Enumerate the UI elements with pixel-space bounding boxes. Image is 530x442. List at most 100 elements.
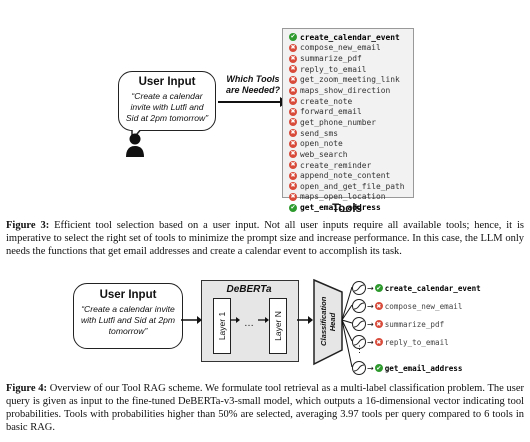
- output-name: reply_to_email: [384, 337, 449, 347]
- cross-icon: ✖: [374, 320, 383, 328]
- tool-name: get_phone_number: [300, 117, 377, 127]
- output-name: create_calendar_event: [384, 283, 481, 293]
- check-icon: ✔: [289, 203, 297, 212]
- cross-icon: ✖: [289, 86, 297, 95]
- fig4-user-input-title: User Input: [99, 289, 157, 301]
- output-name: get_email_address: [384, 363, 463, 373]
- tool-name: maps_open_location: [300, 192, 386, 202]
- tool-item: ✖maps_open_location: [289, 192, 413, 203]
- cross-icon: ✖: [289, 182, 297, 191]
- output-connectors: [341, 286, 353, 368]
- output-arrow-icon: →: [367, 337, 374, 347]
- output-arrow-icon: →: [367, 301, 374, 311]
- tool-name: open_and_get_file_path: [300, 181, 405, 191]
- tool-item: ✖maps_show_direction: [289, 85, 413, 96]
- layer-dots: …: [244, 318, 254, 329]
- output-name: compose_new_email: [384, 301, 463, 311]
- cross-icon: ✖: [289, 43, 297, 52]
- tool-item: ✖web_search: [289, 149, 413, 160]
- tools-label: Tools: [332, 203, 362, 215]
- cross-icon: ✖: [289, 54, 297, 63]
- model-arrow-head: [308, 316, 313, 324]
- tool-name: open_note: [300, 139, 343, 149]
- tool-item: ✖compose_new_email: [289, 43, 413, 54]
- which-tools-text: Which Tools are Needed?: [225, 74, 281, 95]
- tool-name: reply_to_email: [300, 64, 367, 74]
- tool-item: ✖open_note: [289, 138, 413, 149]
- tool-name: get_email_address: [300, 203, 381, 213]
- figure4-caption: Figure 4: Overview of our Tool RAG schem…: [6, 382, 524, 434]
- fig4-user-input-text: “Create a calendar invite with Lutfi and…: [80, 304, 176, 336]
- cross-icon: ✖: [289, 161, 297, 169]
- figure3-caption-text: Efficient tool selection based on a user…: [6, 220, 524, 257]
- bubble-tail-joint: [130, 127, 144, 130]
- person-icon: [126, 133, 144, 157]
- user-input-text: “Create a calendar invite with Lutfi and…: [125, 91, 209, 123]
- cross-icon: ✖: [289, 75, 297, 84]
- check-icon: ✔: [374, 364, 383, 372]
- layer-n-box: Layer N: [269, 298, 287, 354]
- output-connector-line: [341, 286, 353, 321]
- output-arrow-icon: →: [367, 363, 374, 373]
- tool-item: ✖create_reminder: [289, 160, 413, 171]
- cross-icon: ✖: [289, 129, 297, 138]
- cross-icon: ✖: [289, 65, 297, 74]
- sigmoid-node-icon: [352, 335, 366, 349]
- figure4-caption-text: Overview of our Tool RAG scheme. We form…: [6, 383, 524, 433]
- tool-item: ✖send_sms: [289, 128, 413, 139]
- tool-name: create_reminder: [300, 160, 372, 170]
- cross-icon: ✖: [289, 150, 297, 159]
- tool-name: maps_show_direction: [300, 86, 391, 96]
- output-connector-line: [341, 304, 353, 321]
- cross-icon: ✖: [289, 118, 297, 127]
- check-icon: ✔: [289, 33, 297, 42]
- which-tools-question: Which Tools are Needed?: [222, 74, 284, 96]
- output-connector-line: [341, 319, 353, 342]
- cross-icon: ✖: [289, 171, 297, 180]
- output-item: →✖compose_new_email: [352, 299, 462, 313]
- output-item: →✔get_email_address: [352, 361, 462, 375]
- tool-item: ✔get_email_address: [289, 202, 413, 213]
- layer-arrow-1-head: [236, 317, 240, 323]
- tool-item: ✖append_note_content: [289, 170, 413, 181]
- tool-item: ✖get_zoom_meeting_link: [289, 75, 413, 86]
- tool-item: ✔create_calendar_event: [289, 32, 413, 43]
- tool-item: ✖open_and_get_file_path: [289, 181, 413, 192]
- output-item: →✖reply_to_email: [352, 335, 449, 349]
- output-connector-line: [341, 319, 353, 324]
- tools-box: ✔create_calendar_event✖compose_new_email…: [282, 28, 414, 212]
- cross-icon: ✖: [289, 139, 297, 148]
- tool-item: ✖get_phone_number: [289, 117, 413, 128]
- output-connector-line: [341, 319, 353, 368]
- output-arrow-icon: →: [367, 283, 374, 293]
- output-item: →✔create_calendar_event: [352, 281, 481, 295]
- cross-icon: ✖: [289, 107, 297, 116]
- sigmoid-node-icon: [352, 361, 366, 375]
- output-name: summarize_pdf: [384, 319, 445, 329]
- cross-icon: ✖: [289, 97, 297, 106]
- tool-name: summarize_pdf: [300, 54, 362, 64]
- output-item: →✖summarize_pdf: [352, 317, 444, 331]
- layer-arrow-2-head: [265, 317, 269, 323]
- tools-list: ✔create_calendar_event✖compose_new_email…: [283, 29, 413, 213]
- tool-name: web_search: [300, 149, 348, 159]
- deberta-label: DeBERTa: [226, 284, 272, 295]
- figure3-caption: Figure 3: Efficient tool selection based…: [6, 219, 524, 258]
- classification-head-text: Classification Head: [319, 296, 337, 346]
- classification-head-label: Classification Head: [316, 297, 340, 346]
- cross-icon: ✖: [374, 338, 383, 346]
- tool-item: ✖create_note: [289, 96, 413, 107]
- tool-name: append_note_content: [300, 171, 391, 181]
- tool-name: compose_new_email: [300, 43, 381, 53]
- tool-name: create_note: [300, 96, 353, 106]
- sigmoid-node-icon: [352, 317, 366, 331]
- tool-item: ✖summarize_pdf: [289, 53, 413, 64]
- output-dots: ⋮: [355, 344, 364, 354]
- classification-head-shape: [313, 278, 343, 366]
- tool-name: get_zoom_meeting_link: [300, 75, 400, 85]
- figure3-caption-label: Figure 3:: [6, 220, 50, 231]
- user-input-title: User Input: [138, 76, 196, 88]
- tool-name: send_sms: [300, 128, 339, 138]
- cross-icon: ✖: [289, 192, 297, 201]
- sigmoid-node-icon: [352, 299, 366, 313]
